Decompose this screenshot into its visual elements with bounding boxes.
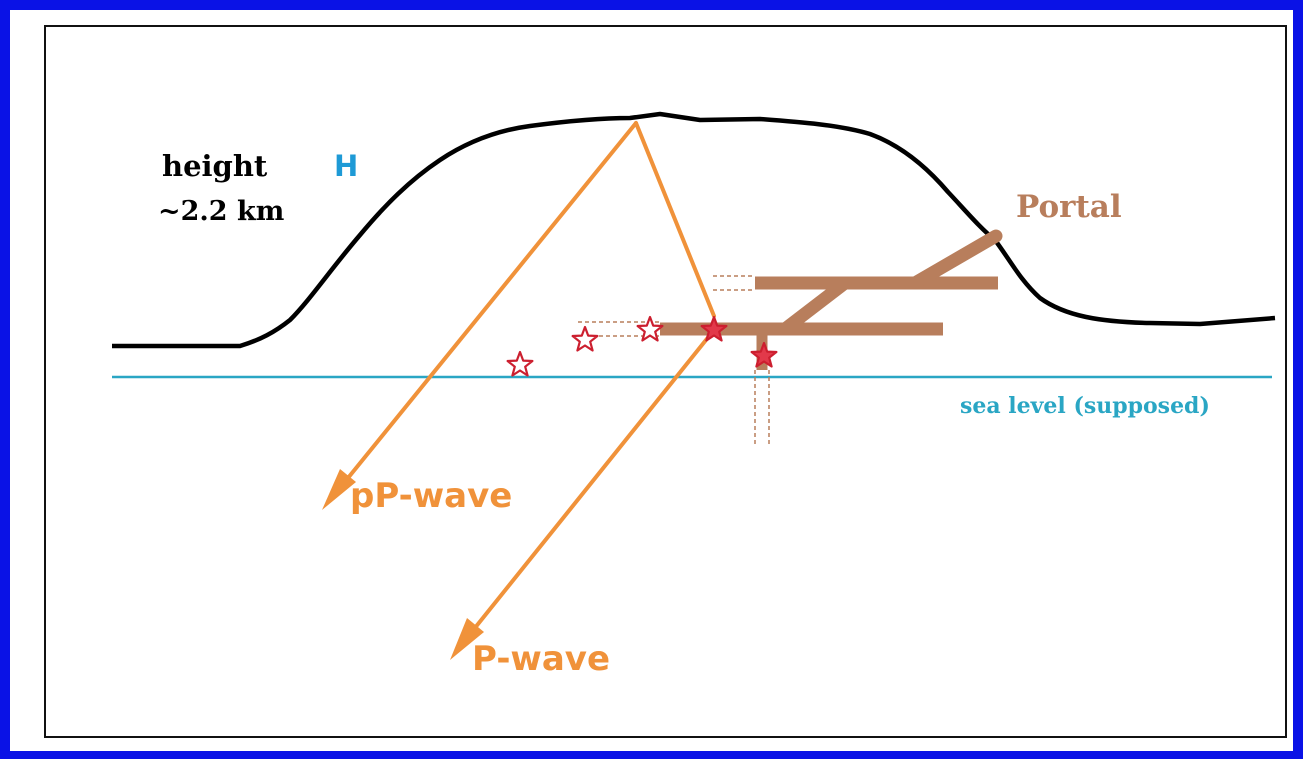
event-star-outline — [636, 315, 664, 342]
tunnel-to-portal — [908, 229, 1003, 290]
label-sea-level: sea level (supposed) — [960, 393, 1210, 419]
label-height-symbol: H — [334, 149, 358, 183]
pp-wave-arrowhead — [322, 469, 356, 510]
event-star-filled — [750, 341, 778, 368]
label-portal: Portal — [1016, 189, 1122, 225]
label-pp-wave: pP-wave — [350, 476, 512, 516]
mountain-profile — [112, 111, 1276, 349]
label-height: height — [162, 149, 268, 183]
label-height-value: ~2.2 km — [158, 196, 284, 227]
event-star-filled — [700, 315, 728, 342]
wave-rays — [333, 121, 716, 646]
ray-pp-wave — [333, 121, 638, 496]
label-p-wave: P-wave — [472, 639, 610, 679]
tunnel-connector — [781, 277, 849, 335]
wave-arrowheads — [322, 469, 484, 660]
event-star-outline — [571, 325, 599, 352]
ray-p-wave — [460, 328, 716, 646]
event-star-outline — [506, 350, 534, 377]
event-stars — [506, 315, 778, 377]
guide-lines — [578, 275, 770, 445]
diagram-frame — [44, 25, 1287, 738]
p-wave-arrowhead — [450, 618, 484, 660]
ray-source-to-surface — [634, 121, 716, 318]
